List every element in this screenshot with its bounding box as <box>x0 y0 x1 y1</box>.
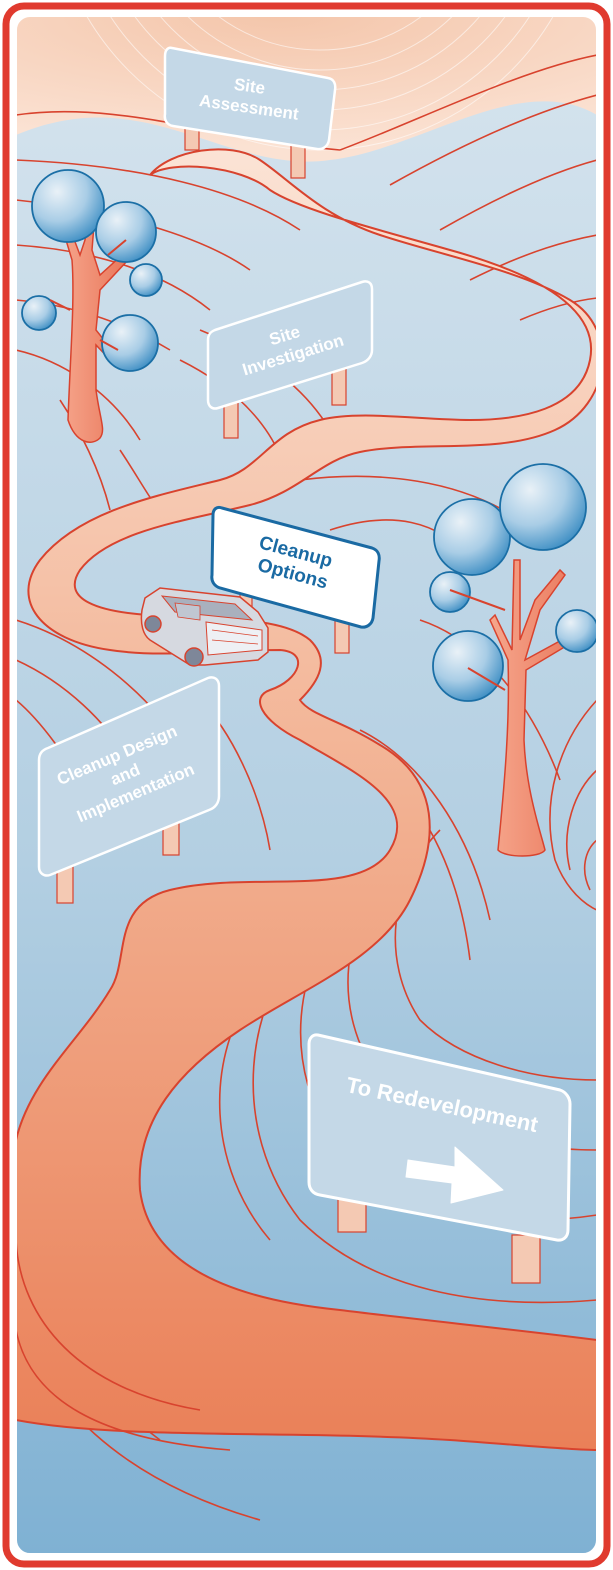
sign-post <box>512 1235 540 1283</box>
